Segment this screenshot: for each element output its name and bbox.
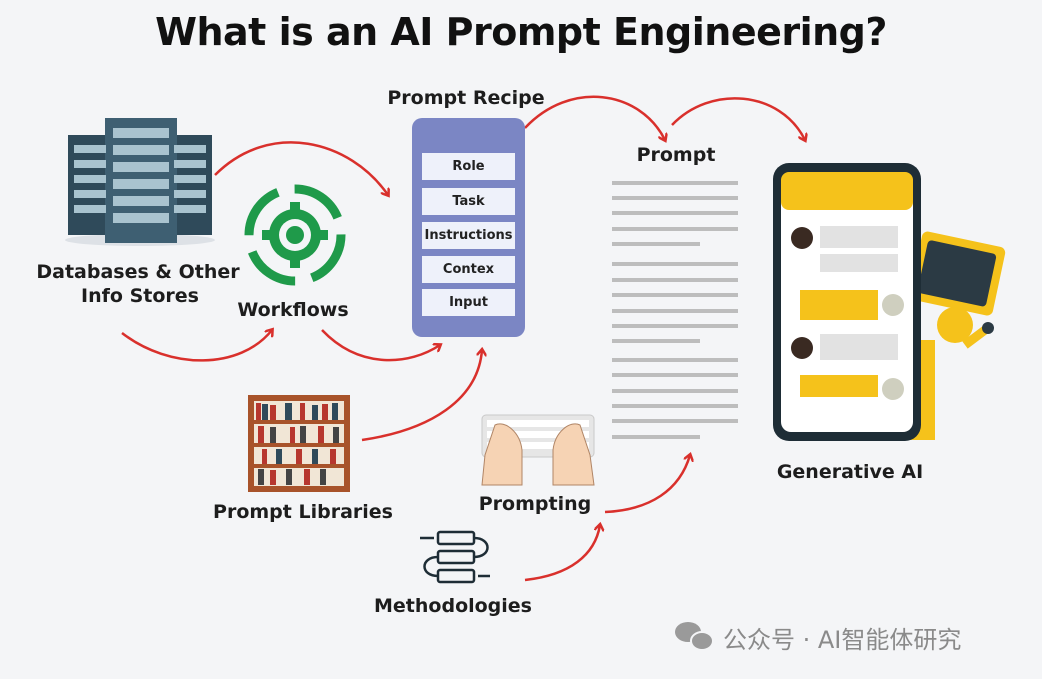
arrow-prompt-to-ai	[671, 97, 805, 140]
arrow-workflows-to-recipe	[321, 329, 440, 362]
recipe-item-instructions: Instructions	[422, 222, 515, 249]
label-prompt: Prompt	[636, 144, 716, 166]
recipe-item-input: Input	[422, 289, 515, 316]
database-servers-icon	[65, 118, 215, 246]
recipe-item-task: Task	[422, 188, 515, 215]
flow-arrows	[121, 95, 805, 582]
recipe-item-role: Role	[422, 153, 515, 180]
workflow-gear-icon	[244, 184, 346, 286]
arrow-libraries-to-recipe	[361, 350, 482, 442]
phone-chat-illustration	[773, 163, 921, 441]
methodologies-icon	[420, 530, 490, 584]
arrow-databases-to-recipe	[214, 141, 388, 195]
label-prompting: Prompting	[478, 493, 592, 515]
page-title: What is an AI Prompt Engineering?	[155, 10, 887, 54]
prompt-recipe-box: Role Task Instructions Contex Input	[412, 118, 525, 337]
arrow-databases-to-workflows	[121, 330, 272, 362]
label-prompt-recipe: Prompt Recipe	[387, 87, 545, 109]
recipe-item-context: Contex	[422, 256, 515, 283]
label-methodologies: Methodologies	[374, 595, 532, 617]
label-workflows: Workflows	[237, 299, 349, 321]
bookshelf-icon	[248, 395, 350, 492]
arrow-methodologies-to-prompting	[524, 525, 600, 582]
keyboard-hands-icon	[481, 414, 595, 486]
label-prompt-libraries: Prompt Libraries	[213, 501, 393, 523]
wechat-icon	[675, 622, 714, 651]
label-generative-ai: Generative AI	[776, 461, 924, 483]
label-databases: Databases & Other	[36, 261, 240, 283]
prompt-text-lines	[612, 181, 738, 439]
watermark: 公众号 · AI智能体研究	[723, 626, 962, 654]
arrow-prompting-to-prompt	[604, 455, 690, 514]
label-databases-line2: Info Stores	[81, 285, 199, 307]
arrow-recipe-to-prompt	[524, 95, 665, 140]
